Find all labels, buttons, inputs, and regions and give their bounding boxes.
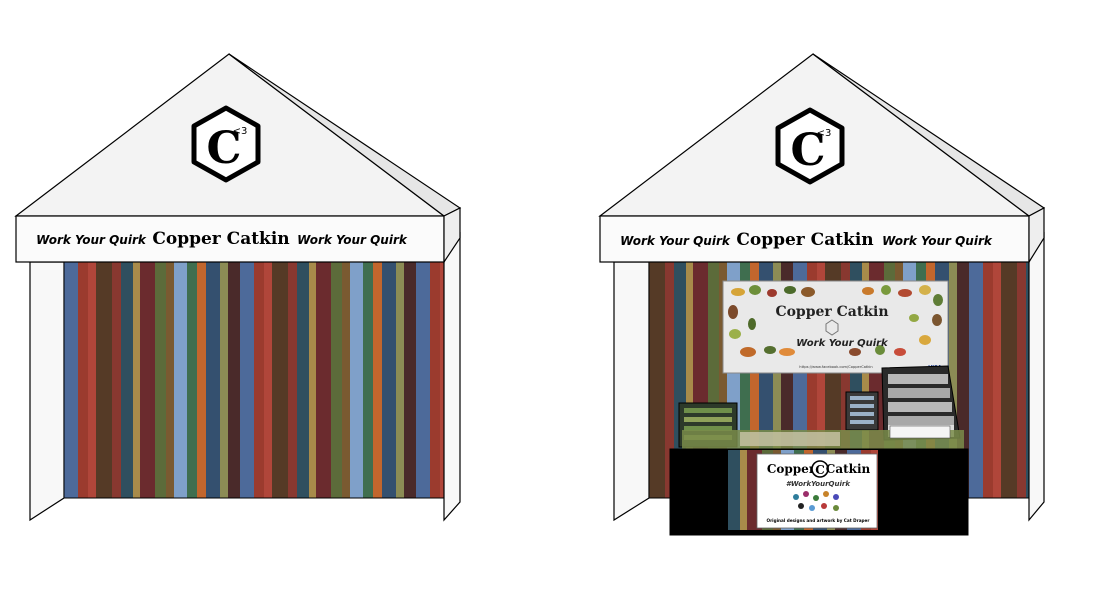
stripe [969, 262, 983, 498]
slogan-right: Work Your Quirk [297, 233, 408, 247]
stripe [363, 262, 373, 498]
stripe [288, 262, 297, 498]
stripe [140, 262, 155, 498]
stripe [187, 262, 197, 498]
stripe [155, 262, 166, 498]
sign-brand-left: Copper [767, 462, 816, 476]
stripe [773, 262, 781, 498]
logo-letter: C [206, 123, 241, 174]
stripe [728, 450, 740, 530]
brand-name: Copper Catkin [736, 230, 873, 250]
stripe [316, 262, 331, 498]
banner-url: https://www.facebook.com/CopperCatkin [799, 365, 872, 369]
stripe [112, 262, 121, 498]
stripe [862, 262, 869, 498]
stripe [440, 262, 444, 498]
stripe [719, 262, 727, 498]
stripe [1001, 262, 1017, 498]
slogan-right: Work Your Quirk [882, 234, 993, 248]
stripe [264, 262, 272, 498]
stripe [416, 262, 430, 498]
tent-valance [599, 215, 1030, 263]
stripe [297, 262, 309, 498]
logo-superscript: <3 [817, 128, 832, 139]
stripe [817, 262, 825, 498]
stripe [382, 262, 396, 498]
stripe [750, 262, 759, 498]
sign-logo-letter: C [815, 463, 825, 477]
stripe [807, 262, 817, 498]
stripe [78, 262, 88, 498]
tent-valance-side [1028, 207, 1045, 265]
hexagon-logo-icon [775, 107, 845, 185]
merchandise-displays [678, 365, 964, 450]
sign-brand-right: Catkin [826, 462, 871, 476]
stripe [373, 262, 382, 498]
stripe [272, 262, 288, 498]
stripe [430, 262, 440, 498]
stripe [1026, 262, 1029, 498]
tent-valance-side [443, 207, 461, 264]
table-sign: Copper C Catkin #WorkYourQuirk Original … [756, 453, 878, 529]
stripe [740, 262, 750, 498]
stripe [949, 262, 957, 498]
hexagon-logo-icon [825, 319, 839, 336]
stripe [197, 262, 206, 498]
logo-badge: C <3 [191, 105, 261, 183]
stripe [342, 262, 350, 498]
stripe [228, 262, 240, 498]
stripe [404, 262, 416, 498]
slogan-left: Work Your Quirk [36, 233, 147, 247]
banner-subtitle: Work Your Quirk [796, 338, 889, 349]
product-motif-icon [793, 491, 839, 511]
tent-side-wall-right [443, 231, 461, 522]
stripe [121, 262, 133, 498]
back-wall-stripes [64, 262, 444, 498]
stripe [686, 262, 693, 498]
produce-illustrations-icon [728, 285, 943, 357]
tent-valance [15, 215, 445, 263]
brand-name: Copper Catkin [152, 229, 289, 249]
stripe [64, 262, 78, 498]
slogan-left: Work Your Quirk [620, 234, 731, 248]
stripe [174, 262, 187, 498]
hexagon-logo-icon [191, 105, 261, 183]
stripe [1017, 262, 1026, 498]
tent-side-wall-right [1028, 231, 1045, 522]
stripe [206, 262, 220, 498]
logo-badge: C <3 [775, 107, 845, 185]
banner-title: Copper Catkin [775, 304, 888, 320]
stripe [993, 262, 1001, 498]
logo-letter: C [790, 125, 825, 176]
stripe [309, 262, 316, 498]
stripe [708, 262, 719, 498]
tent-stocked: C <3 Work Your Quirk Copper Catkin Work … [598, 53, 1046, 536]
stripe [740, 450, 747, 530]
stripe [350, 262, 363, 498]
sign-credit: Original designs and artwork by Cat Drap… [767, 518, 871, 523]
stripe [396, 262, 404, 498]
stripe [133, 262, 140, 498]
stripe [665, 262, 674, 498]
stripe [166, 262, 174, 498]
sign-logo-icon [811, 460, 829, 478]
tent-side-wall-left [29, 261, 65, 522]
stripe [88, 262, 96, 498]
stripe [96, 262, 112, 498]
stripe [649, 262, 665, 498]
stripe [254, 262, 264, 498]
tent-side-wall-left [613, 261, 650, 522]
logo-superscript: <3 [233, 126, 248, 137]
stripe [331, 262, 342, 498]
wall-banner: Copper Catkin Work Your Quirk https://ww… [722, 280, 949, 374]
stripe [220, 262, 228, 498]
sign-hashtag: #WorkYourQuirk [786, 480, 851, 488]
stripe [841, 262, 850, 498]
stripe [240, 262, 254, 498]
stripe [983, 262, 993, 498]
tent-empty: C <3 Work Your Quirk Copper Catkin Work … [14, 53, 462, 522]
